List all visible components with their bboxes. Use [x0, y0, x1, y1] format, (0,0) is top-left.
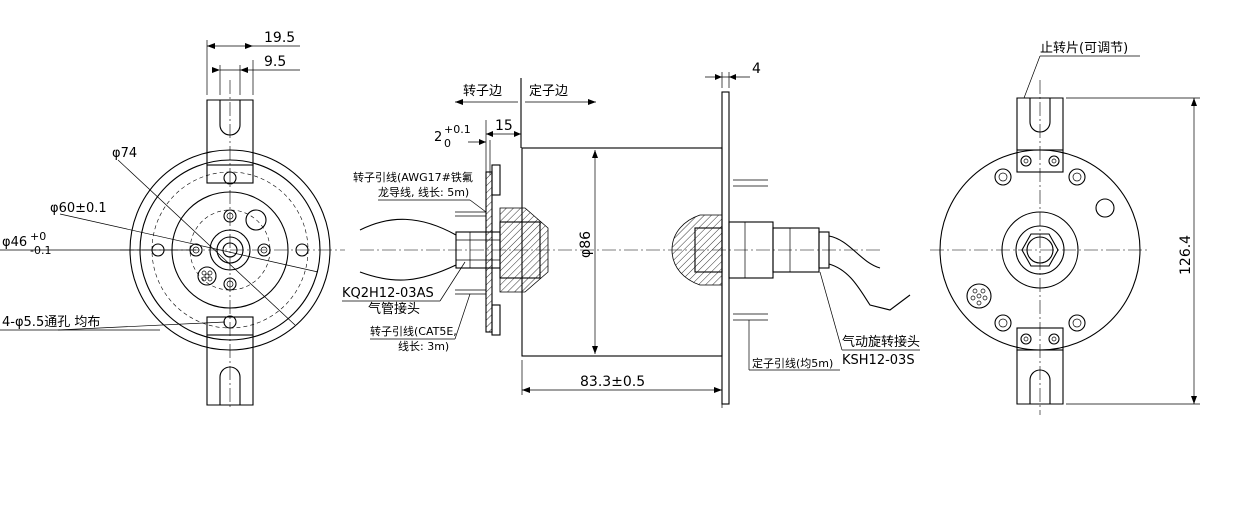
holes-note: 4-φ5.5通孔 均布: [2, 315, 100, 330]
right-rear-view: 止转片(可调节) 126.4: [930, 41, 1200, 415]
rotor-cat5e-label-1: 转子引线(CAT5E,: [370, 324, 457, 338]
dim-2-tol-lower: 0: [444, 137, 451, 150]
rotary-joint-model: KSH12-03S: [842, 353, 915, 368]
stop-tab-label: 止转片(可调节): [1040, 41, 1128, 56]
side-view: 转子边 定子边 2 +0.1 0 15: [342, 61, 920, 408]
fitting-name: 气管接头: [368, 301, 420, 317]
rotor-wire-label-1: 转子引线(AWG17#铁氟: [353, 170, 473, 184]
rotor-wire-label-2: 龙导线, 线长: 5m): [378, 185, 469, 199]
dia-46-label: φ46: [2, 235, 27, 250]
dim-height-label: 126.4: [1178, 235, 1194, 275]
dim-length-label: 83.3±0.5: [580, 374, 645, 390]
dim-15-label: 15: [495, 118, 513, 134]
dia-46-tol-upper: +0: [30, 230, 46, 243]
left-front-view: 19.5 9.5 φ74 φ60±0.1 φ46 +0 -0.1 4-φ5.5通…: [0, 30, 345, 410]
dim-2-label: 2: [434, 130, 442, 145]
rotary-joint-name: 气动旋转接头: [842, 334, 920, 350]
rotor-side-label: 转子边: [463, 84, 502, 99]
stator-side-label: 定子边: [529, 84, 568, 99]
rotor-cat5e-label-2: 线长: 3m): [398, 339, 449, 353]
fitting-model: KQ2H12-03AS: [342, 286, 434, 301]
dia-74-label: φ74: [112, 146, 137, 161]
dim-4-label: 4: [752, 61, 761, 77]
dia-86-label: φ86: [578, 231, 594, 258]
bottom-tab: [206, 316, 254, 406]
dia-60-label: φ60±0.1: [50, 201, 107, 216]
stator-wire-label: 定子引线(均5m): [752, 356, 833, 370]
top-tab: [206, 99, 254, 184]
dim-9-5: 9.5: [264, 54, 286, 70]
dim-19-5: 19.5: [264, 30, 295, 46]
dia-46-tol-lower: -0.1: [30, 244, 51, 257]
dim-2-tol-upper: +0.1: [444, 123, 471, 136]
